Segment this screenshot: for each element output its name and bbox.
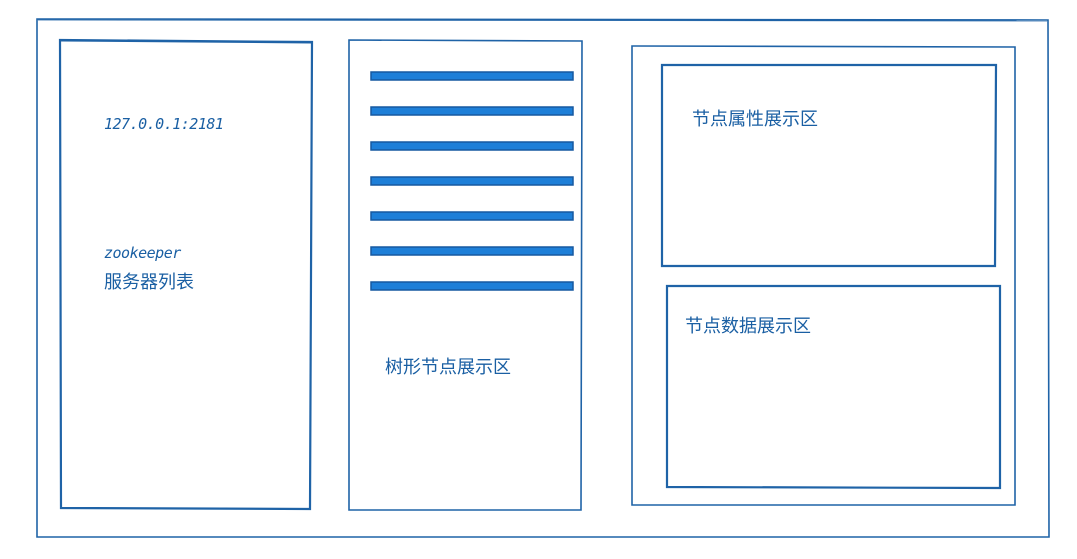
node-attribute-label: 节点属性展示区 [692, 109, 818, 130]
server-list-title-line1: zookeeper [104, 244, 181, 262]
tree-node-bar[interactable] [370, 246, 574, 256]
server-list-title-line2: 服务器列表 [104, 272, 194, 293]
tree-node-bar[interactable] [370, 211, 574, 221]
server-list-panel [58, 38, 314, 511]
tree-node-bar[interactable] [370, 71, 574, 81]
tree-node-bars [370, 71, 574, 291]
tree-node-bar[interactable] [370, 281, 574, 291]
outer-frame [36, 18, 1050, 538]
tree-node-bar[interactable] [370, 106, 574, 116]
node-data-label: 节点数据展示区 [685, 316, 811, 337]
tree-panel-label: 树形节点展示区 [385, 357, 511, 378]
tree-panel [348, 39, 583, 511]
tree-node-bar[interactable] [370, 176, 574, 186]
node-data-panel [665, 284, 1002, 490]
server-address: 127.0.0.1:2181 [104, 115, 224, 133]
node-attribute-panel [660, 63, 998, 268]
detail-container [631, 45, 1016, 506]
tree-node-bar[interactable] [370, 141, 574, 151]
